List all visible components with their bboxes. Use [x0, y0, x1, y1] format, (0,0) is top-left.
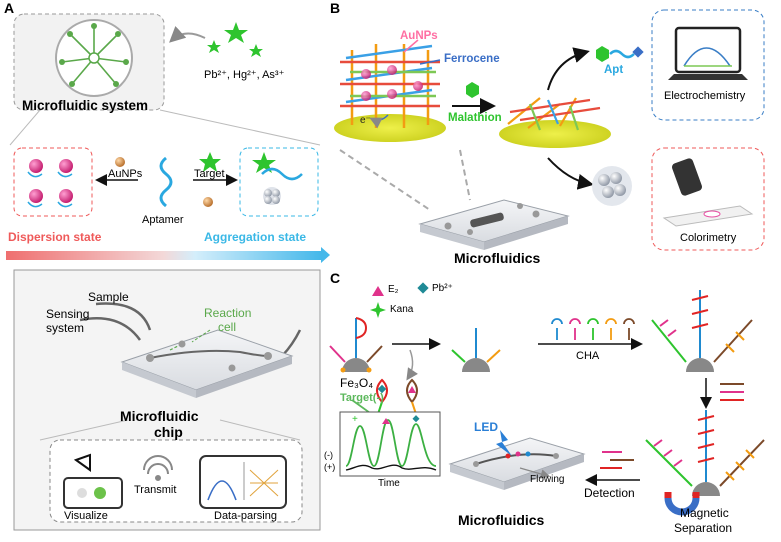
aunps-particles — [361, 65, 423, 101]
visualize-phone-icon — [63, 477, 123, 509]
e2-label: E₂ — [388, 284, 399, 295]
sample-label: Sample — [88, 290, 129, 304]
panel-c-letter: C — [330, 270, 341, 286]
pb-label: Pb²⁺ — [432, 283, 453, 294]
transmit-label: Transmit — [134, 484, 177, 496]
panel-a-letter: A — [4, 0, 15, 16]
aggregated-particles-icon — [263, 187, 281, 205]
data-parsing-label: Data-parsing — [214, 510, 277, 522]
dispersion-box — [13, 147, 93, 217]
target-star-icon — [252, 152, 276, 173]
eye-icon — [73, 453, 91, 472]
magnetic-label-1: Magnetic — [680, 506, 729, 520]
collapsed-framework-icon — [507, 97, 601, 131]
dispersed-particles — [27, 159, 73, 208]
e2-triangle-icon — [372, 286, 384, 296]
panel-a — [6, 13, 330, 531]
led-bolt-icon — [496, 430, 512, 456]
kana-star-icon — [370, 302, 386, 318]
apt-label: Apt — [604, 64, 624, 76]
aptamer-icon — [159, 156, 173, 208]
signal-trace-minus — [345, 419, 437, 467]
flow-arrow — [169, 25, 206, 43]
flowing-label: Flowing — [530, 474, 565, 485]
aunps-label-b: AuNPs — [400, 30, 438, 42]
ions-label: Pb²⁺, Hg²⁺, As³⁺ — [204, 69, 285, 81]
kana-label: Kana — [390, 304, 414, 315]
reaction-label-1: Reaction — [204, 306, 252, 320]
signal-trace-plus — [345, 464, 437, 471]
aptamer-label: Aptamer — [142, 214, 184, 226]
electrochemistry-label: Electrochemistry — [664, 90, 746, 102]
amplified-bead-icon — [645, 410, 765, 496]
state-gradient-bar — [6, 251, 321, 260]
dispersion-state-label: Dispersion state — [8, 230, 102, 244]
electron-label: e⁻ — [360, 115, 371, 126]
reaction-label-2: cell — [218, 320, 237, 334]
svg-text:+: + — [352, 414, 358, 425]
plus-label: (+) — [324, 462, 336, 472]
bead-single-strand-icon — [451, 328, 501, 372]
magnetic-label-2: Separation — [674, 521, 733, 535]
panel-b — [334, 9, 765, 251]
sensing-label-2: system — [46, 321, 85, 335]
target-stars-icon — [207, 22, 263, 57]
microfluidics-label-c: Microfluidics — [458, 512, 545, 528]
phone-reader-icon — [662, 158, 754, 227]
pb-diamond-icon — [417, 282, 429, 294]
magnet-icon — [664, 492, 700, 516]
microfluidic-system-label: Microfluidic system — [22, 98, 149, 113]
chip-label-2: chip — [154, 424, 183, 440]
malathion-label: Malathion — [448, 112, 502, 124]
time-label: Time — [378, 478, 400, 489]
aggregation-box — [239, 147, 319, 217]
fe3o4-bead-icon — [329, 317, 383, 373]
aggregated-aunps-icon — [592, 166, 632, 206]
panel-c: + — [329, 282, 765, 516]
minus-label: (-) — [324, 450, 333, 460]
wifi-icon — [143, 455, 173, 481]
cha-hairpins-icon — [551, 318, 635, 340]
panel-b-letter: B — [330, 0, 341, 16]
ferrocene-label: Ferrocene — [444, 53, 500, 65]
sensing-label-1: Sensing — [46, 307, 90, 321]
target-label-a: Target — [194, 168, 225, 180]
microfluidics-chip-b-icon — [418, 199, 570, 250]
cha-product-bead-icon — [651, 290, 753, 372]
cha-label: CHA — [576, 350, 600, 362]
fe3o4-label: Fe₃O₄ — [340, 376, 374, 390]
colorimetry-label: Colorimetry — [680, 232, 737, 244]
microfluidics-label-b: Microfluidics — [454, 250, 541, 266]
malathion-hexagon-icon — [466, 82, 479, 98]
aunps-label-a: AuNPs — [108, 168, 143, 180]
microfluidic-chip-icon — [120, 329, 294, 398]
data-parsing-tablet-icon — [199, 455, 287, 509]
led-label: LED — [474, 420, 498, 434]
laptop-icon — [668, 26, 748, 80]
aggregation-state-label: Aggregation state — [204, 230, 307, 244]
detection-label: Detection — [584, 486, 635, 500]
target-neg-label: Target(-) — [340, 392, 384, 404]
visualize-label: Visualize — [64, 510, 108, 522]
chip-label-1: Microfluidic — [120, 408, 199, 424]
